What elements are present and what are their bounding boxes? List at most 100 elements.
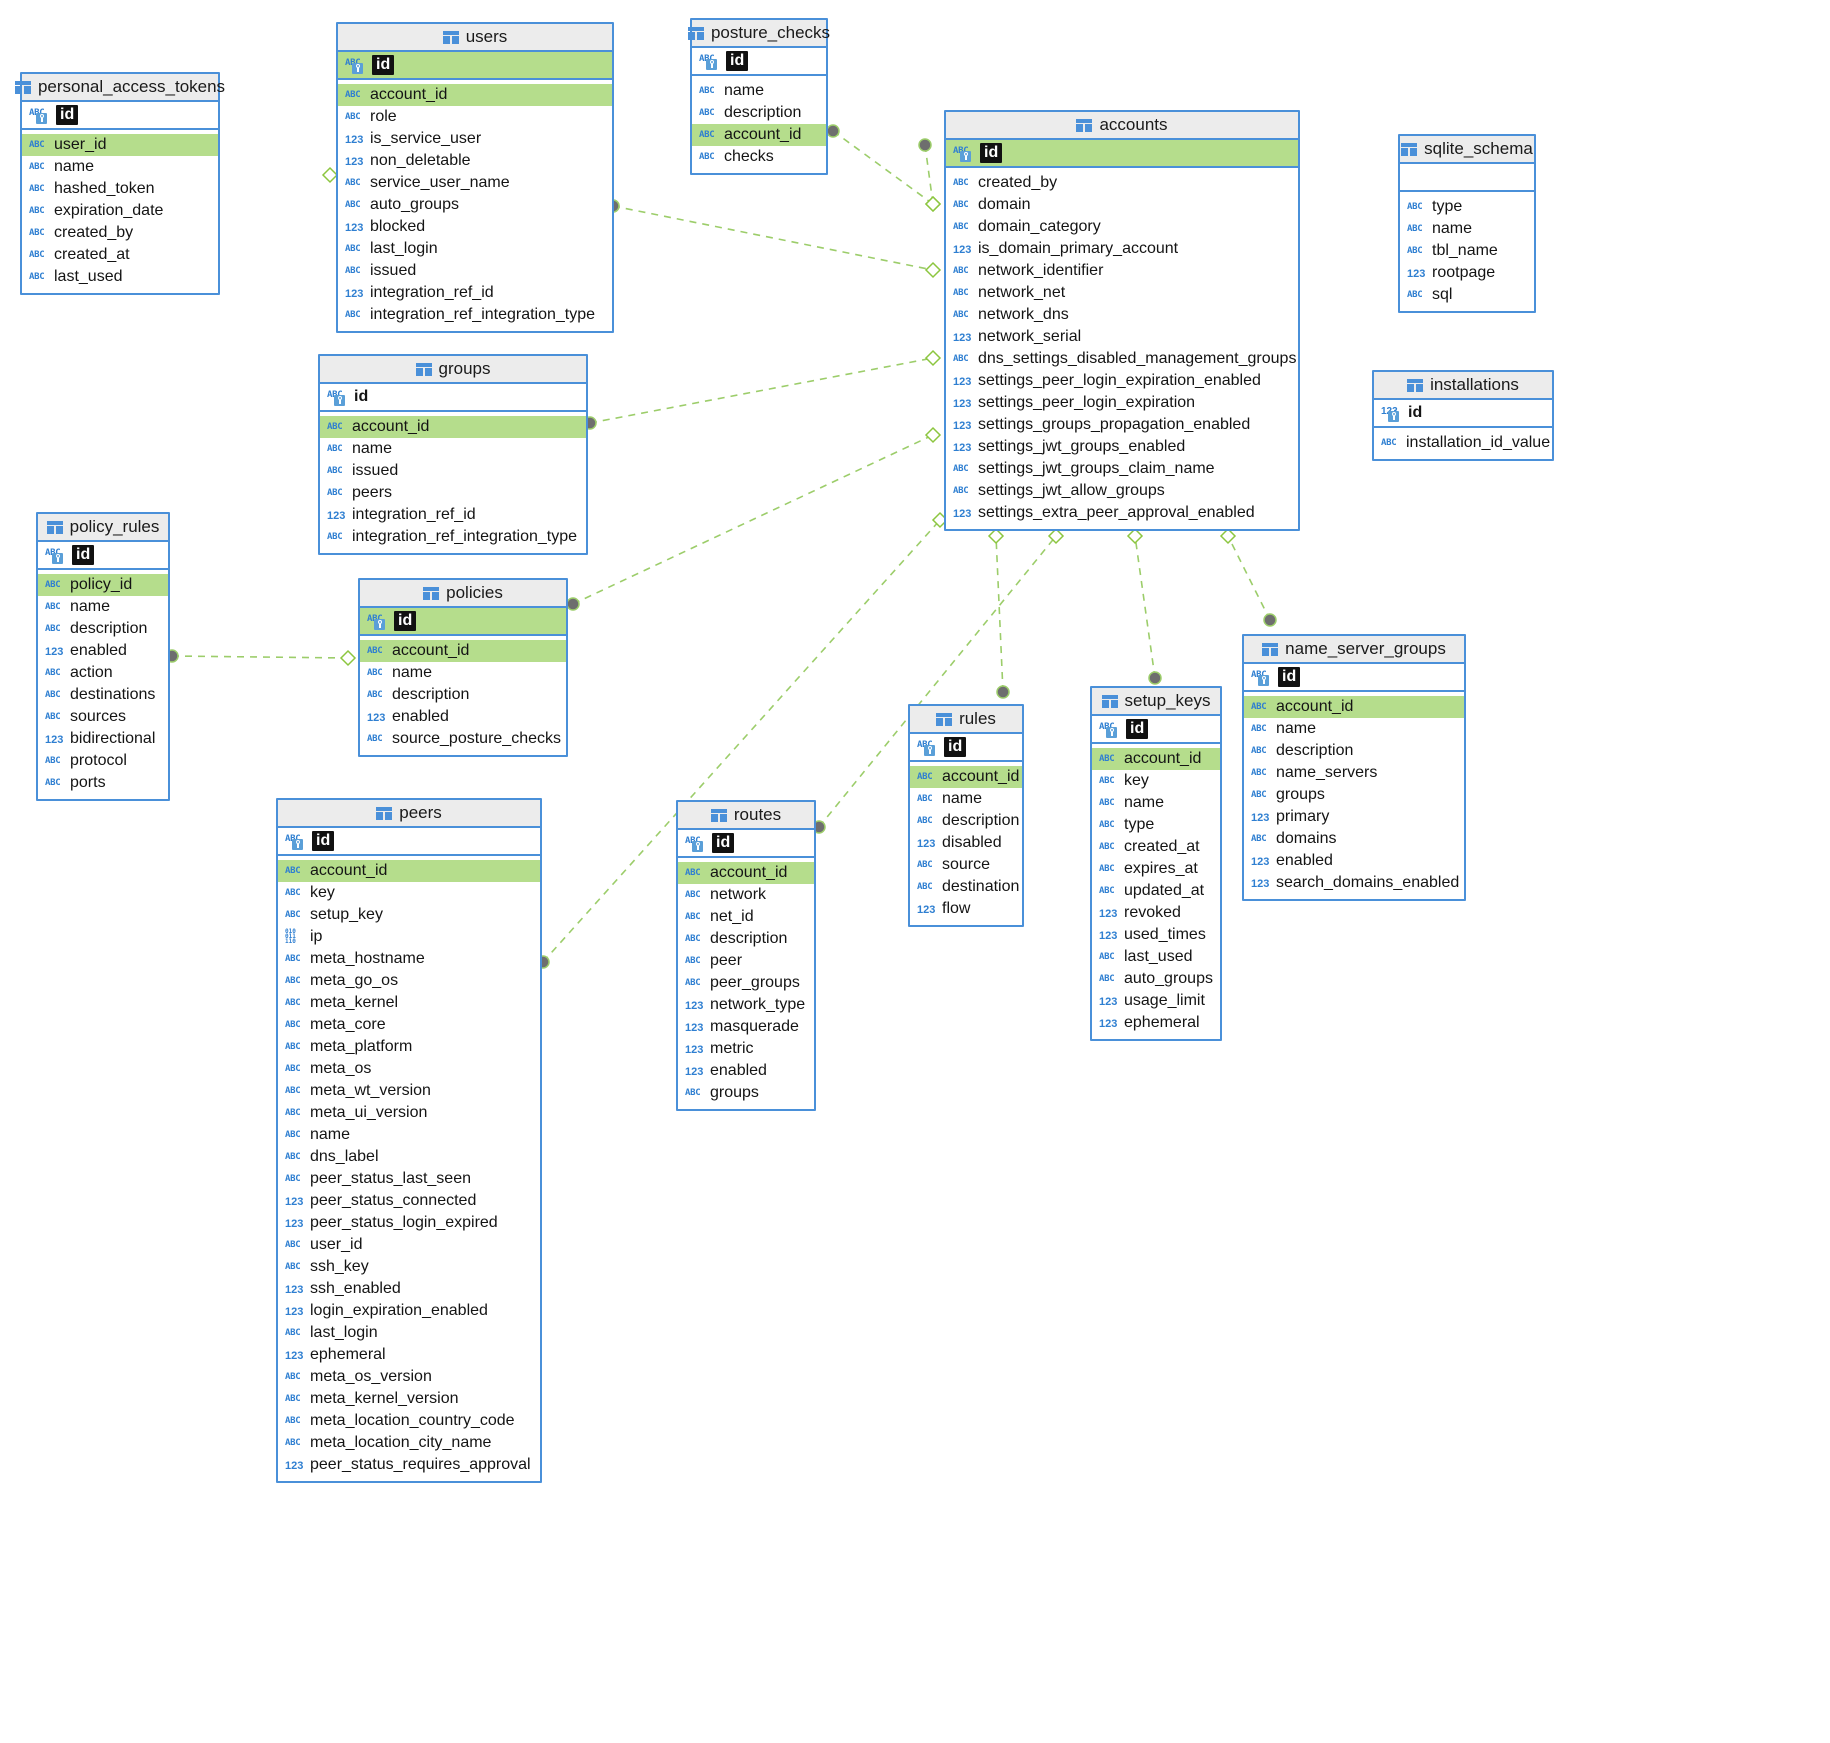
column-row[interactable]: name — [22, 156, 218, 178]
table-setup_keys[interactable]: setup_keysABCidaccount_idkeynametypecrea… — [1090, 686, 1222, 1041]
column-row[interactable]: account_id — [910, 766, 1022, 788]
primary-key-row-groups[interactable]: ABCid — [320, 384, 586, 412]
table-header-posture_checks[interactable]: posture_checks — [687, 20, 830, 48]
table-policy_rules[interactable]: policy_rulesABCidpolicy_idnamedescriptio… — [36, 512, 170, 801]
table-routes[interactable]: routesABCidaccount_idnetworknet_iddescri… — [676, 800, 816, 1111]
column-row[interactable]: search_domains_enabled — [1244, 872, 1464, 894]
column-row[interactable]: key — [1092, 770, 1220, 792]
column-row[interactable]: revoked — [1092, 902, 1220, 924]
column-row[interactable]: network_serial — [946, 326, 1298, 348]
column-row[interactable]: meta_platform — [278, 1036, 540, 1058]
table-policies[interactable]: policiesABCidaccount_idnamedescriptionen… — [358, 578, 568, 757]
primary-key-row-installations[interactable]: 123id — [1374, 400, 1552, 428]
column-row[interactable]: meta_hostname — [278, 948, 540, 970]
column-row[interactable]: name — [360, 662, 566, 684]
column-row[interactable]: used_times — [1092, 924, 1220, 946]
table-header-peers[interactable]: peers — [278, 800, 540, 828]
table-header-rules[interactable]: rules — [910, 706, 1022, 734]
column-row[interactable]: last_login — [278, 1322, 540, 1344]
column-row[interactable]: sql — [1400, 284, 1534, 306]
column-row[interactable]: description — [692, 102, 826, 124]
column-row[interactable]: network — [678, 884, 814, 906]
primary-key-row-setup_keys[interactable]: ABCid — [1092, 716, 1220, 744]
primary-key-row-users[interactable]: ABCid — [338, 52, 612, 80]
column-row[interactable]: user_id — [22, 134, 218, 156]
column-row[interactable]: settings_peer_login_expiration — [946, 392, 1298, 414]
column-row[interactable]: tbl_name — [1400, 240, 1534, 262]
column-row[interactable]: usage_limit — [1092, 990, 1220, 1012]
primary-key-row-name_server_groups[interactable]: ABCid — [1244, 664, 1464, 692]
table-accounts[interactable]: accountsABCidcreated_bydomaindomain_cate… — [944, 110, 1300, 531]
column-row[interactable]: hashed_token — [22, 178, 218, 200]
column-row[interactable]: protocol — [38, 750, 168, 772]
column-row[interactable]: account_id — [320, 416, 586, 438]
column-row[interactable]: peer_status_last_seen — [278, 1168, 540, 1190]
column-row[interactable]: settings_extra_peer_approval_enabled — [946, 502, 1298, 524]
column-row[interactable]: destinations — [38, 684, 168, 706]
column-row[interactable]: peers — [320, 482, 586, 504]
column-row[interactable]: meta_go_os — [278, 970, 540, 992]
table-personal_access_tokens[interactable]: personal_access_tokensABCiduser_idnameha… — [14, 72, 225, 295]
column-row[interactable]: flow — [910, 898, 1022, 920]
table-header-sqlite_schema[interactable]: sqlite_schema — [1400, 136, 1534, 164]
column-row[interactable]: domain_category — [946, 216, 1298, 238]
column-row[interactable]: name — [1400, 218, 1534, 240]
column-row[interactable]: updated_at — [1092, 880, 1220, 902]
primary-key-row-policies[interactable]: ABCid — [360, 608, 566, 636]
column-row[interactable]: dns_label — [278, 1146, 540, 1168]
primary-key-row-posture_checks[interactable]: ABCid — [692, 48, 826, 76]
column-row[interactable]: type — [1400, 196, 1534, 218]
table-posture_checks[interactable]: posture_checksABCidnamedescriptionaccoun… — [687, 18, 830, 175]
column-row[interactable]: primary — [1244, 806, 1464, 828]
column-row[interactable]: installation_id_value — [1374, 432, 1552, 454]
column-row[interactable]: issued — [320, 460, 586, 482]
column-row[interactable]: enabled — [38, 640, 168, 662]
primary-key-row-rules[interactable]: ABCid — [910, 734, 1022, 762]
column-row[interactable]: source — [910, 854, 1022, 876]
table-users[interactable]: usersABCidaccount_idroleis_service_usern… — [336, 22, 614, 333]
column-row[interactable]: meta_os_version — [278, 1366, 540, 1388]
column-row[interactable]: enabled — [1244, 850, 1464, 872]
column-row[interactable]: network_dns — [946, 304, 1298, 326]
column-row[interactable]: peer — [678, 950, 814, 972]
column-row[interactable]: ssh_enabled — [278, 1278, 540, 1300]
primary-key-row-policy_rules[interactable]: ABCid — [38, 542, 168, 570]
table-header-policies[interactable]: policies — [360, 580, 566, 608]
column-row[interactable]: groups — [678, 1082, 814, 1104]
column-row[interactable]: action — [38, 662, 168, 684]
column-row[interactable]: user_id — [278, 1234, 540, 1256]
column-row[interactable]: last_used — [22, 266, 218, 288]
column-row[interactable]: network_net — [946, 282, 1298, 304]
column-row[interactable]: description — [38, 618, 168, 640]
column-row[interactable]: bidirectional — [38, 728, 168, 750]
column-row[interactable]: ip — [278, 926, 540, 948]
column-row[interactable]: created_by — [22, 222, 218, 244]
column-row[interactable]: network_type — [678, 994, 814, 1016]
column-row[interactable]: enabled — [678, 1060, 814, 1082]
column-row[interactable]: description — [678, 928, 814, 950]
column-row[interactable]: groups — [1244, 784, 1464, 806]
column-row[interactable]: domain — [946, 194, 1298, 216]
column-row[interactable]: settings_peer_login_expiration_enabled — [946, 370, 1298, 392]
column-row[interactable]: dns_settings_disabled_management_groups — [946, 348, 1298, 370]
table-sqlite_schema[interactable]: sqlite_schematypenametbl_namerootpagesql — [1398, 134, 1536, 313]
table-header-users[interactable]: users — [338, 24, 612, 52]
column-row[interactable]: description — [910, 810, 1022, 832]
column-row[interactable]: settings_jwt_allow_groups — [946, 480, 1298, 502]
column-row[interactable]: created_at — [22, 244, 218, 266]
column-row[interactable]: enabled — [360, 706, 566, 728]
primary-key-row-routes[interactable]: ABCid — [678, 830, 814, 858]
column-row[interactable]: last_login — [338, 238, 612, 260]
column-row[interactable]: meta_location_city_name — [278, 1432, 540, 1454]
table-groups[interactable]: groupsABCidaccount_idnameissuedpeersinte… — [318, 354, 588, 555]
column-row[interactable]: source_posture_checks — [360, 728, 566, 750]
column-row[interactable]: integration_ref_integration_type — [338, 304, 612, 326]
column-row[interactable]: last_used — [1092, 946, 1220, 968]
column-row[interactable]: meta_os — [278, 1058, 540, 1080]
table-installations[interactable]: installations123idinstallation_id_value — [1372, 370, 1554, 461]
table-header-routes[interactable]: routes — [678, 802, 814, 830]
column-row[interactable]: description — [360, 684, 566, 706]
column-row[interactable]: ssh_key — [278, 1256, 540, 1278]
column-row[interactable]: expiration_date — [22, 200, 218, 222]
column-row[interactable]: issued — [338, 260, 612, 282]
